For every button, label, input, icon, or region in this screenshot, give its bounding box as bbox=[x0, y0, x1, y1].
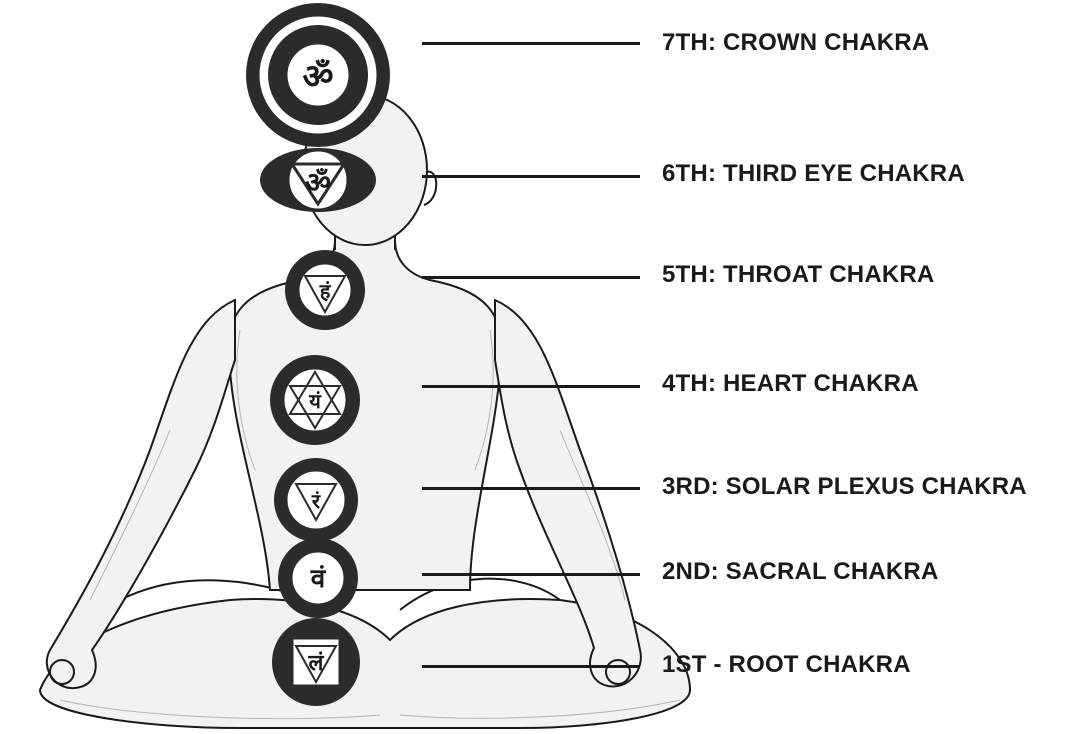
third-eye-leader-line bbox=[422, 175, 640, 178]
third-eye-glyph: ॐ bbox=[305, 166, 331, 199]
heart-glyph: यं bbox=[308, 389, 322, 413]
throat-glyph: हं bbox=[319, 279, 332, 303]
throat-leader-line bbox=[422, 276, 640, 279]
sacral-glyph: वं bbox=[310, 564, 327, 594]
heart-chakra-label: 4TH: HEART CHAKRA bbox=[662, 370, 919, 398]
solar-plexus-leader-line bbox=[422, 487, 640, 490]
crown-glyph: ॐ bbox=[302, 57, 333, 97]
solar-plexus-chakra-label: 3RD: SOLAR PLEXUS CHAKRA bbox=[662, 473, 1027, 501]
throat-chakra-label: 5TH: THROAT CHAKRA bbox=[662, 261, 934, 289]
root-glyph: लं bbox=[308, 651, 325, 676]
third-eye-chakra-label: 6TH: THIRD EYE CHAKRA bbox=[662, 160, 965, 188]
crown-chakra-label: 7TH: CROWN CHAKRA bbox=[662, 29, 929, 57]
crown-leader-line bbox=[422, 42, 640, 45]
sacral-leader-line bbox=[422, 573, 640, 576]
root-chakra-label: 1ST - ROOT CHAKRA bbox=[662, 651, 911, 679]
root-leader-line bbox=[422, 665, 640, 668]
sacral-chakra-label: 2ND: SACRAL CHAKRA bbox=[662, 558, 939, 586]
solar-plexus-glyph: रं bbox=[311, 489, 321, 513]
heart-leader-line bbox=[422, 385, 640, 388]
